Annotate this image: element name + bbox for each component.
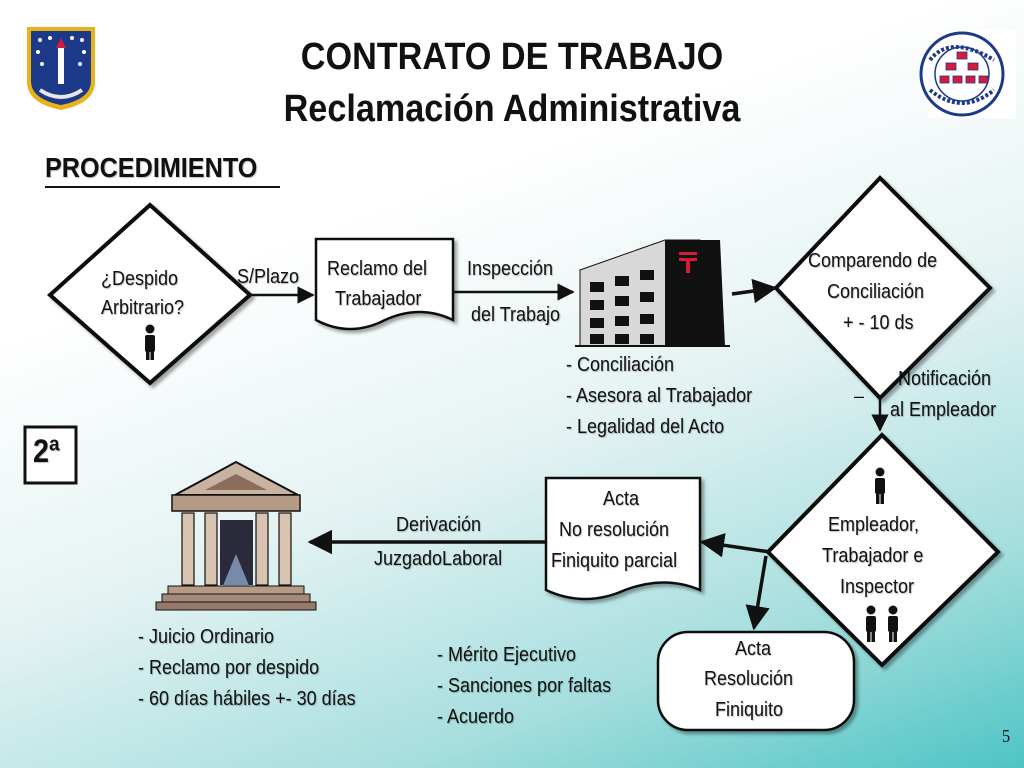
office-building-icon [575,239,730,347]
acta-no-line-3: Finiquito parcial [551,550,678,572]
decision-empleador-shape [765,432,1001,668]
acta-resolucion-shape [656,630,856,732]
notificacion-line-2: al Empleador [890,399,997,421]
document-reclamo-shape [314,237,455,331]
acta-res-line-3: Finiquito [715,699,784,721]
person-icon [875,467,885,504]
title-line-2: Reclamación Administrativa [283,88,741,130]
inspeccion-label-1: Inspección [467,258,554,280]
empleador-line-1: Empleador, [828,514,920,536]
splazo-label: S/Plazo [237,266,300,288]
document-acta-no-resolucion-shape [544,476,702,601]
person-icon [145,324,155,360]
acta-no-line-2: No resolución [559,519,670,541]
acta-res-line-1: Acta [735,638,772,660]
acta-no-line-1: Acta [603,488,640,510]
list-item: - Reclamo por despido [138,657,320,679]
decision-despido-shape [46,202,254,386]
title-line-1: CONTRATO DE TRABAJO [300,36,724,78]
page-number: 5 [1002,726,1011,746]
list-item: - Acuerdo [437,706,515,728]
reclamo-line-2: Trabajador [335,288,422,310]
notificacion-line-1: Notificación [898,368,992,390]
reclamo-line-1: Reclamo del [327,258,428,280]
two-persons-icon [866,605,898,642]
list-item: - Juicio Ordinario [138,626,275,648]
comparendo-line-3: + - 10 ds [843,312,914,334]
courthouse-icon [155,460,317,611]
list-item: - Asesora al Trabajador [566,385,753,407]
despido-line-1: ¿Despido [101,268,179,290]
acta-res-line-2: Resolución [704,668,794,690]
derivacion-line-2: JuzgadoLaboral [374,548,503,570]
despido-line-2: Arbitrario? [101,297,185,319]
inspeccion-label-2: del Trabajo [471,304,561,326]
university-shield-logo [27,27,95,110]
list-item: - Sanciones por faltas [437,675,612,697]
comparendo-line-2: Conciliación [827,281,925,303]
merito-list: - Mérito Ejecutivo - Sanciones por falta… [437,640,611,733]
empleador-line-3: Inspector [840,576,915,598]
derivacion-line-1: Derivación [396,514,482,536]
step-badge: 2ª [33,433,60,469]
step-badge-box [23,425,78,485]
faculty-emblem-logo [919,30,1016,118]
comparendo-line-1: Comparendo de [808,250,938,272]
list-item: - Conciliación [566,354,675,376]
svg-text:–: – [854,386,864,406]
inspeccion-list: - Conciliación - Asesora al Trabajador -… [566,350,752,443]
list-item: - Legalidad del Acto [566,416,725,438]
list-item: - Mérito Ejecutivo [437,644,577,666]
list-item: - 60 días hábiles +- 30 días [138,688,356,710]
empleador-line-2: Trabajador e [822,545,924,567]
section-label: PROCEDIMIENTO [45,152,258,183]
juicio-list: - Juicio Ordinario - Reclamo por despido… [138,622,356,715]
